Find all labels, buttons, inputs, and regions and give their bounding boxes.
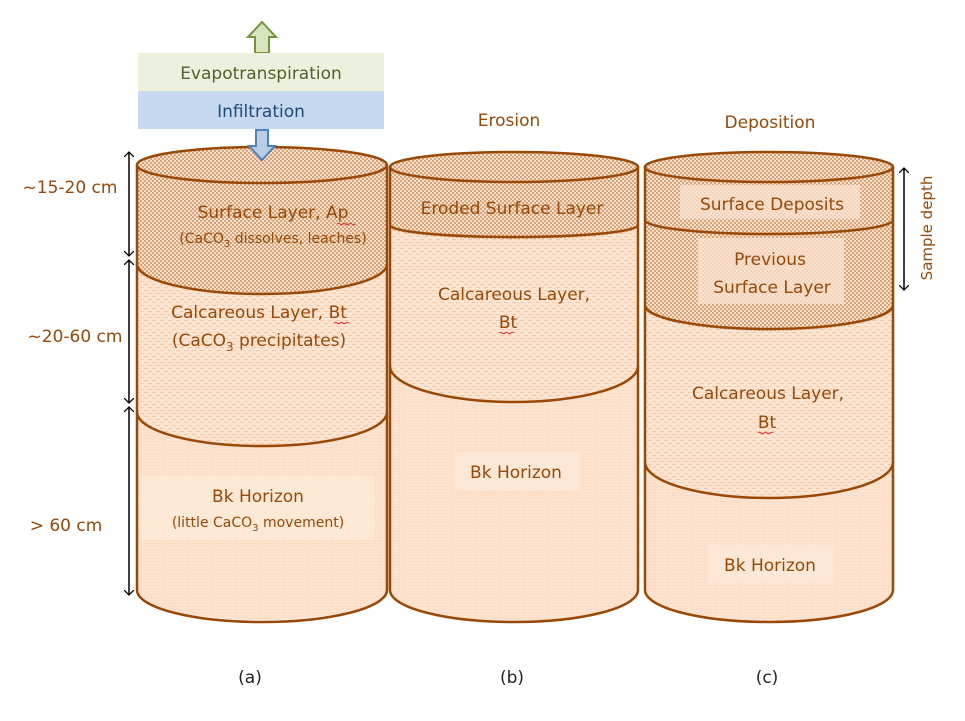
calcareous-layer-note: (CaCO3 precipitates) bbox=[172, 331, 346, 354]
surface-deposits-label: Surface Deposits bbox=[700, 195, 844, 215]
heading-deposition: Deposition bbox=[725, 113, 816, 133]
bk-horizon-label-c: Bk Horizon bbox=[724, 556, 816, 576]
previous-surface-layer-label-line2: Surface Layer bbox=[713, 278, 831, 298]
spellcheck-underline bbox=[757, 431, 774, 435]
calcareous-layer-bt-label: Calcareous Layer, Bt bbox=[171, 303, 347, 323]
evapotranspiration-label: Evapotranspiration bbox=[180, 64, 342, 84]
bk-horizon-note: (little CaCO3 movement) bbox=[172, 515, 344, 534]
surface-layer-ap-label: Surface Layer, Ap bbox=[198, 203, 349, 223]
previous-surface-layer-label-line1: Previous bbox=[734, 250, 806, 270]
caption-a: (a) bbox=[238, 668, 262, 688]
heading-erosion: Erosion bbox=[478, 111, 541, 131]
calcareous-layer-label-c-line1: Calcareous Layer, bbox=[692, 384, 844, 404]
evapotranspiration-arrow-icon bbox=[245, 20, 279, 54]
depth-label-surface: ~15-20 cm bbox=[23, 178, 118, 198]
soil-column-c bbox=[643, 150, 895, 624]
spellcheck-underline bbox=[498, 331, 515, 335]
surface-layer-note: (CaCO3 dissolves, leaches) bbox=[179, 231, 366, 250]
calcareous-layer-label-b-line1: Calcareous Layer, bbox=[438, 285, 590, 305]
depth-label-bk: > 60 cm bbox=[30, 516, 103, 536]
caption-b: (b) bbox=[500, 668, 524, 688]
eroded-surface-layer-label: Eroded Surface Layer bbox=[421, 199, 604, 219]
depth-label-calcareous: ~20-60 cm bbox=[28, 327, 123, 347]
calcareous-layer-label-c-line2: Bt bbox=[758, 413, 777, 433]
spellcheck-underline bbox=[333, 321, 350, 325]
soil-column-a bbox=[135, 145, 389, 624]
bk-horizon-label-b: Bk Horizon bbox=[470, 463, 562, 483]
sample-depth-label: Sample depth bbox=[918, 176, 936, 281]
infiltration-label: Infiltration bbox=[217, 102, 305, 122]
evapotranspiration-box bbox=[138, 53, 384, 91]
spellcheck-underline bbox=[336, 222, 356, 226]
infiltration-box bbox=[138, 91, 384, 129]
caption-c: (c) bbox=[756, 668, 779, 688]
infiltration-arrow-icon bbox=[246, 129, 278, 162]
calcareous-layer-label-b-line2: Bt bbox=[499, 313, 518, 333]
soil-column-b bbox=[388, 150, 640, 624]
bk-horizon-label: Bk Horizon bbox=[212, 487, 304, 507]
